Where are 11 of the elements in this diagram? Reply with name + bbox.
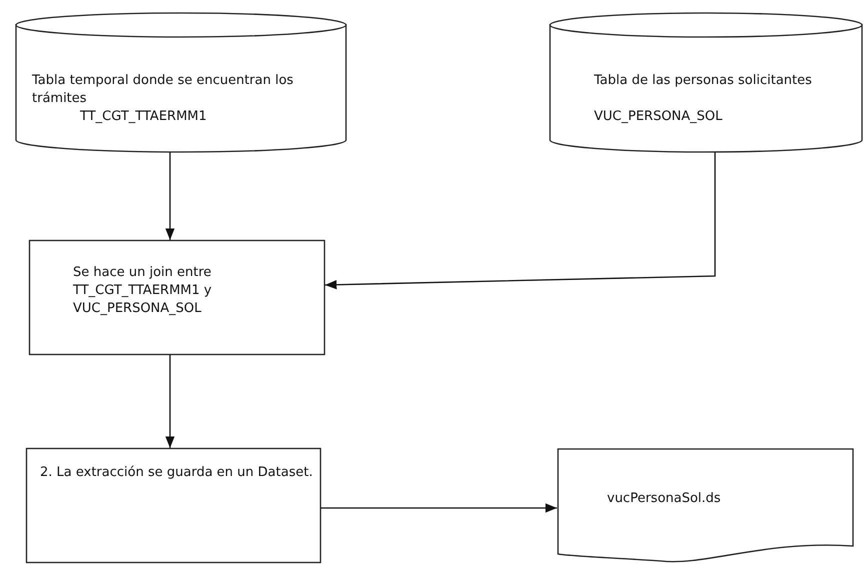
arrow — [324, 152, 716, 290]
node-label: 2. La extracción se guarda en un Dataset. — [40, 464, 314, 482]
table-name: VUC_PERSONA_SOL — [594, 108, 724, 126]
arrow — [321, 503, 557, 513]
arrow — [165, 152, 175, 240]
node-label: Tabla de las personas solicitantes — [594, 72, 813, 90]
table-name: TT_CGT_TTAERMM1 — [80, 108, 208, 126]
arrow — [165, 355, 175, 448]
node-label: Tabla temporal donde se encuentran los trámites — [32, 72, 294, 108]
node-label: Se hace un join entre TT_CGT_TTAERMM1 y VUC_PERSONA_SOL — [73, 264, 213, 318]
node-label: vucPersonaSol.ds — [607, 490, 722, 508]
